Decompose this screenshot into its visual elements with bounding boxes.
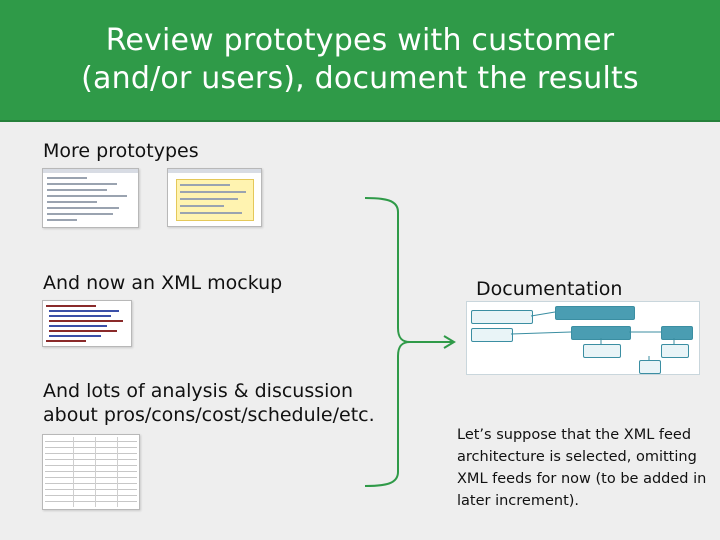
analysis-label-line-1: And lots of analysis & discussion <box>43 380 354 402</box>
prototype-screenshot-2 <box>167 168 262 227</box>
title-line-2: (and/or users), document the results <box>81 61 639 96</box>
architecture-note: Let’s suppose that the XML feed architec… <box>457 427 707 509</box>
grouping-bracket-arrow <box>364 197 456 487</box>
xml-mockup-label: And now an XML mockup <box>43 272 283 294</box>
documentation-label: Documentation <box>476 278 623 300</box>
slide-title: Review prototypes with customer (and/or … <box>0 0 720 122</box>
more-prototypes-label: More prototypes <box>43 140 199 162</box>
analysis-label-line-2: about pros/cons/cost/schedule/etc. <box>43 404 375 426</box>
analysis-spreadsheet-screenshot <box>42 434 140 510</box>
prototype-screenshot-1 <box>42 168 139 228</box>
documentation-diagram <box>466 301 700 375</box>
xml-mockup-screenshot <box>42 300 132 347</box>
title-line-1: Review prototypes with customer <box>105 23 615 58</box>
